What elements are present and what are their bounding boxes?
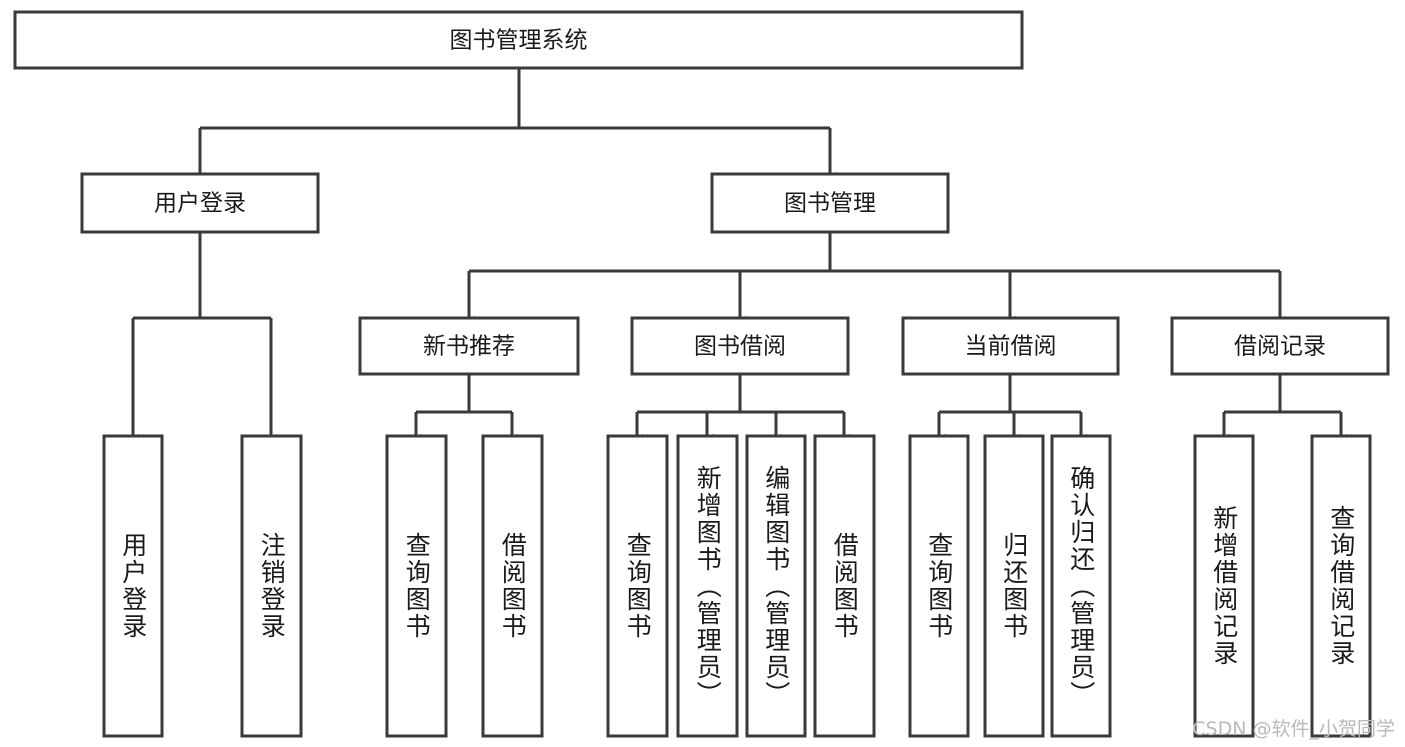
leaf-confirm-return-admin-box[interactable] bbox=[1050, 434, 1112, 738]
book-management-label: 图书管理 bbox=[784, 191, 876, 217]
new-book-recommend-box[interactable] bbox=[358, 316, 580, 376]
box-layer bbox=[13, 10, 1390, 738]
current-borrow-label: 当前借阅 bbox=[965, 334, 1057, 360]
new-book-recommend-label: 新书推荐 bbox=[423, 334, 515, 360]
leaf-query-book-3-box[interactable] bbox=[908, 434, 970, 738]
leaf-edit-book-admin-box[interactable] bbox=[745, 434, 807, 738]
borrow-record-box[interactable] bbox=[1170, 316, 1390, 376]
leaf-add-book-admin-box[interactable] bbox=[676, 434, 739, 738]
watermark: CSDN @软件_小贺同学 bbox=[1192, 718, 1395, 740]
root-label: 图书管理系统 bbox=[450, 28, 588, 54]
leaf-borrow-book-2-box[interactable] bbox=[813, 434, 876, 738]
leaf-add-borrow-record-box[interactable] bbox=[1193, 434, 1255, 738]
book-borrow-box[interactable] bbox=[630, 316, 850, 376]
leaf-return-book-box[interactable] bbox=[983, 434, 1045, 738]
leaf-query-book-2-box[interactable] bbox=[606, 434, 669, 738]
connector-layer bbox=[127, 68, 1347, 444]
book-management-box[interactable] bbox=[710, 172, 950, 234]
leaf-user-login-box[interactable] bbox=[102, 434, 164, 738]
leaf-borrow-book-1-box[interactable] bbox=[481, 434, 544, 738]
user-login-label: 用户登录 bbox=[154, 191, 246, 217]
leaf-logout-login-box[interactable] bbox=[240, 434, 303, 738]
root-box[interactable] bbox=[13, 10, 1024, 70]
leaf-query-borrow-record-box[interactable] bbox=[1310, 434, 1372, 738]
leaf-query-book-1-box[interactable] bbox=[385, 434, 448, 738]
current-borrow-box[interactable] bbox=[901, 316, 1120, 376]
user-login-box[interactable] bbox=[80, 172, 320, 234]
borrow-record-label: 借阅记录 bbox=[1234, 334, 1326, 360]
book-borrow-label: 图书借阅 bbox=[694, 334, 786, 360]
